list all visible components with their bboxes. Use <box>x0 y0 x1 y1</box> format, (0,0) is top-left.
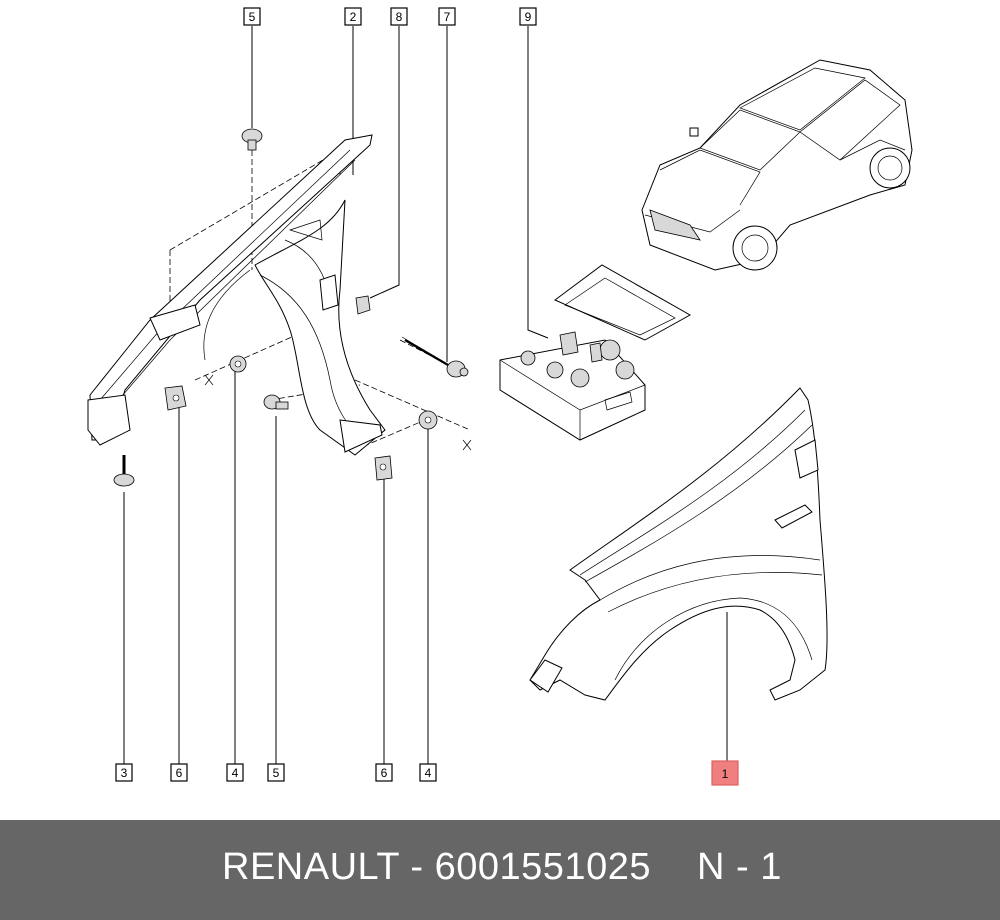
long-bolt-7 <box>401 336 469 378</box>
callout-4-right: 4 <box>419 763 437 782</box>
fixing-kit-box-9 <box>499 264 692 441</box>
clip-8 <box>355 295 371 315</box>
callout-9: 9 <box>519 7 537 26</box>
svg-text:6: 6 <box>381 766 388 780</box>
svg-text:7: 7 <box>444 10 451 24</box>
brand-part-number: RENAULT - 6001551025 <box>222 846 651 888</box>
svg-text:2: 2 <box>350 10 357 24</box>
svg-text:9: 9 <box>525 10 532 24</box>
callout-7: 7 <box>438 7 456 26</box>
car-illustration <box>641 59 913 271</box>
leader-lines <box>123 26 728 764</box>
svg-text:5: 5 <box>273 766 280 780</box>
bolt-5-top <box>241 128 263 151</box>
callout-4-left: 4 <box>226 763 244 782</box>
clip-nut-6-right <box>374 455 393 481</box>
inner-wheel-arch-liner <box>254 199 386 456</box>
callout-6-left: 6 <box>170 763 188 782</box>
svg-text:1: 1 <box>722 767 729 781</box>
callout-2: 2 <box>344 7 362 26</box>
part-number-footer: RENAULT - 6001551025 N - 1 <box>0 820 1000 920</box>
callout-5-bottom: 5 <box>267 763 285 782</box>
page-indicator: N - 1 <box>697 846 782 888</box>
nut-4-left <box>204 355 247 386</box>
callout-1-highlighted: 1 <box>711 760 739 786</box>
bolt-5-lower <box>263 394 289 410</box>
front-fender-1 <box>529 387 828 701</box>
callout-8: 8 <box>390 7 408 26</box>
svg-text:6: 6 <box>176 766 183 780</box>
svg-text:4: 4 <box>425 766 432 780</box>
svg-text:4: 4 <box>232 766 239 780</box>
svg-text:5: 5 <box>249 10 256 24</box>
callout-6-right: 6 <box>375 763 393 782</box>
nut-4-right <box>418 410 472 451</box>
callout-3: 3 <box>115 763 133 782</box>
callout-5-top: 5 <box>243 7 261 26</box>
fender-support-rail <box>87 134 373 446</box>
svg-text:8: 8 <box>396 10 403 24</box>
screw-3 <box>113 455 135 487</box>
parts-diagram: 5 2 8 7 9 3 6 4 5 6 4 1 <box>87 7 913 786</box>
clip-nut-6-left <box>164 385 187 411</box>
svg-text:3: 3 <box>121 766 128 780</box>
